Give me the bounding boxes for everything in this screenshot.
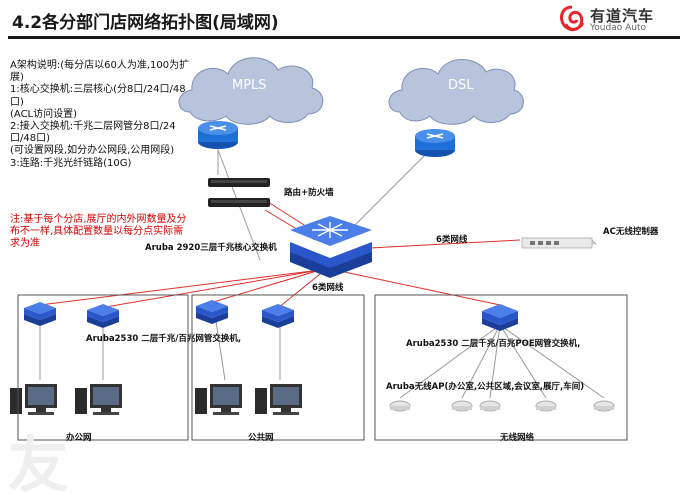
- title-rule: [8, 36, 680, 39]
- note-line: (可设置网段,如分办公网段,公用网段): [10, 145, 175, 157]
- ac-controller-label: AC无线控制器: [603, 227, 659, 237]
- wireless-net-box: [374, 294, 628, 441]
- router-icon: [198, 121, 238, 149]
- logo-text-cn: 有道汽车: [590, 7, 655, 25]
- access-switch-icon: [24, 302, 56, 326]
- router-icon: [415, 129, 455, 157]
- pc-icon: [10, 384, 57, 415]
- note-line: A架构说明:(每分店以60人为准,100为扩展): [10, 60, 190, 84]
- office-net-box: [17, 294, 189, 441]
- gray-links: [39, 140, 605, 399]
- pc-icon: [195, 384, 242, 415]
- architecture-notes: A架构说明:(每分店以60人为准,100为扩展) 1:核心交换机:三层核心(分8…: [10, 60, 190, 170]
- access-switch-icon: [262, 304, 294, 328]
- wireless-ap-icon: [451, 400, 473, 412]
- red-links: [39, 199, 521, 309]
- poe-switch-label: Aruba2530 二层千兆/百兆POE网管交换机,: [406, 339, 581, 349]
- link-ac-label: 6类网线: [436, 235, 468, 245]
- note-line: 1:核心交换机:三层核心(分8口/24口/48口): [10, 84, 186, 108]
- firewall-icon: [208, 178, 270, 207]
- access-switch-icon: [196, 300, 228, 324]
- ap-label: Aruba无线AP(办公室,公共区域,会议室,展厅,车间): [386, 382, 585, 392]
- link-down-label: 6类网线: [312, 283, 344, 293]
- ac-controller-icon: [521, 237, 597, 249]
- wireless-ap-icon: [479, 400, 501, 412]
- mpls-cloud: [178, 57, 324, 125]
- pc-icon: [255, 384, 302, 415]
- access-switch-label: Aruba2530 二层千兆/百兆网管交换机,: [86, 334, 242, 344]
- wireless-ap-icon: [535, 400, 557, 412]
- public-net-box: [191, 294, 365, 441]
- pc-icon: [75, 384, 122, 415]
- youdao-logo-icon: [560, 5, 585, 32]
- wireless-net-label: 无线网络: [500, 433, 535, 443]
- dsl-label: DSL: [448, 78, 474, 93]
- mpls-label: MPLS: [232, 78, 267, 93]
- wireless-ap-icon: [593, 400, 615, 412]
- access-switch-icon: [87, 304, 119, 328]
- note-line: 3:连路:千兆光纤链路(10G): [10, 157, 132, 169]
- wireless-ap-icon: [389, 400, 411, 412]
- firewall-label: 路由+防火墙: [284, 188, 334, 198]
- note-line: (ACL访问设置): [10, 108, 78, 120]
- watermark-glyph: 友: [8, 431, 68, 493]
- logo-text-en: Youdao Auto: [590, 23, 647, 33]
- warning-note: 注:基于每个分店,展厅的内外网数量及分布不一样,具体配置数量以每分点实际需求为准: [10, 214, 187, 249]
- core-switch-icon: [290, 216, 372, 278]
- core-switch-label: Aruba 2920三层千兆核心交换机: [145, 243, 277, 253]
- poe-switch-icon: [482, 304, 518, 331]
- dsl-cloud: [388, 59, 524, 125]
- public-net-label: 公共网: [248, 433, 274, 443]
- page-title: 4.2各分部门店网络拓扑图(局域网): [12, 13, 279, 33]
- note-line: 2:接入交换机:千兆二层网管分8口/24口/48口): [10, 121, 176, 145]
- office-net-label: 办公网: [66, 433, 92, 443]
